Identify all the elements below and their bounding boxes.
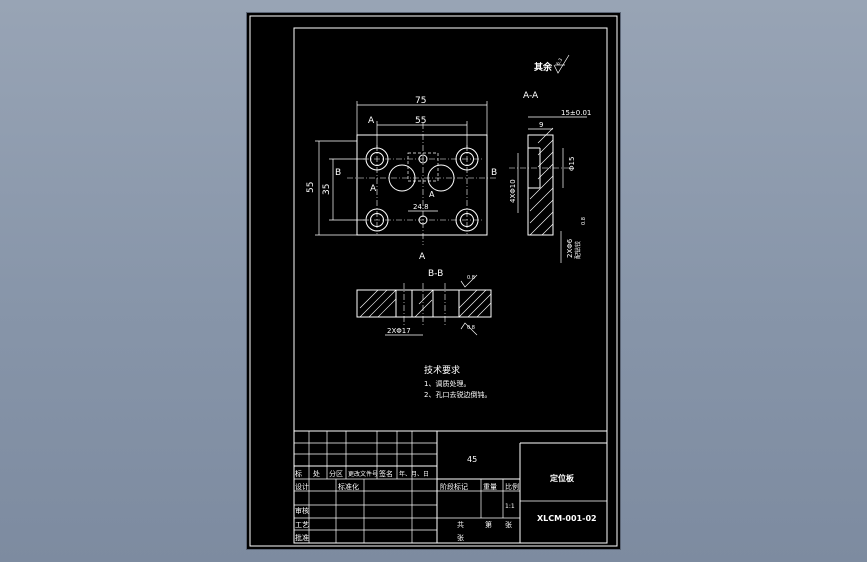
tb-sheet-1: 张 — [457, 533, 464, 542]
tb-header-4: 签名 — [379, 469, 393, 478]
roughness-note: 其余 — [534, 61, 553, 73]
tb-sheet-0: 共 — [457, 520, 464, 529]
roughness-note-value: 6.3 — [555, 57, 564, 66]
section-aa-title: A-A — [523, 91, 539, 101]
aa-pin-note: 配钻铰 — [574, 241, 582, 259]
section-b-left: B — [335, 168, 341, 178]
dim-hole-spacing-y: 35 — [322, 184, 332, 195]
section-bb-view: B-B 2XΦ17 0.8 0.8 — [356, 269, 492, 336]
section-a-mid: A — [370, 184, 377, 194]
tb-row-stage: 阶段标记 — [440, 482, 468, 491]
tb-row-weight: 重量 — [483, 483, 497, 491]
section-bb-hatch — [359, 289, 492, 318]
section-a-top: A — [368, 116, 375, 126]
tb-scale-value: 1:1 — [505, 503, 515, 510]
tb-row-scale: 比例 — [505, 482, 519, 491]
dim-overall-height: 55 — [306, 182, 316, 193]
tb-row-process: 工艺 — [295, 521, 309, 529]
tb-header-0: 标 — [295, 469, 302, 478]
outer-border — [249, 15, 618, 547]
plate-outline — [356, 134, 488, 236]
title-block: 45 定位板 XLCM-001-02 标 处 分区 更改文件号 签名 年、月、日… — [293, 430, 608, 544]
tb-part-name: 定位板 — [549, 473, 575, 483]
bb-roughness-top: 0.8 — [467, 275, 475, 281]
tb-row-review: 审核 — [295, 506, 309, 515]
aa-dim-thickness: 15±0.01 — [561, 109, 591, 117]
bb-roughness-bottom: 0.8 — [467, 325, 475, 331]
aa-dim-pins: 2XΦ6 — [566, 238, 574, 258]
tech-req-item-1: 1、调质处理。 — [424, 379, 470, 388]
section-a-center: A — [429, 190, 435, 199]
tb-sheet-2: 第 — [485, 520, 492, 529]
tb-header-3: 更改文件号 — [348, 470, 378, 478]
tech-req-title: 技术要求 — [424, 364, 460, 376]
tb-drawing-number: XLCM-001-02 — [537, 514, 597, 523]
tb-row-approve: 批准 — [295, 533, 309, 542]
top-view: 75 55 55 35 24.8 A A A A B B — [306, 96, 497, 262]
aa-dim-holes: 4XΦ10 — [509, 179, 517, 203]
tb-sheet-3: 张 — [505, 520, 512, 529]
section-bb-outline — [356, 289, 492, 318]
aa-dim-depth: 9 — [539, 121, 543, 129]
dim-hole-spacing-x: 55 — [415, 116, 426, 126]
tb-row-design: 设计 — [295, 482, 309, 491]
tb-header-5: 年、月、日 — [399, 470, 429, 478]
section-aa-hatch — [529, 127, 554, 236]
dim-slot: 24.8 — [413, 203, 429, 211]
tb-row-standard: 标准化 — [338, 482, 359, 491]
tech-req-item-2: 2、孔口去锐边倒钝。 — [424, 390, 491, 399]
section-bb-title: B-B — [428, 269, 443, 279]
tb-material: 45 — [467, 455, 477, 464]
tech-requirements: 技术要求 1、调质处理。 2、孔口去锐边倒钝。 — [424, 364, 491, 399]
tb-header-2: 分区 — [329, 469, 343, 478]
section-b-right: B — [491, 168, 497, 178]
aa-dim-bore: Φ15 — [568, 157, 576, 171]
dim-overall-width: 75 — [415, 96, 426, 106]
engineering-drawing: 其余 6.3 — [249, 15, 618, 547]
bb-dim-holes: 2XΦ17 — [387, 327, 411, 335]
tb-header-1: 处 — [313, 469, 320, 478]
aa-roughness: 0.8 — [581, 217, 587, 225]
roughness-symbol-icon — [553, 54, 570, 74]
section-aa-view: A-A 15±0.01 9 Φ15 4XΦ10 2XΦ6 配钻铰 0.8 — [509, 91, 591, 263]
section-aa-outline — [527, 134, 554, 236]
drawing-sheet: 其余 6.3 — [247, 13, 620, 549]
section-a-bottom: A — [419, 252, 426, 262]
